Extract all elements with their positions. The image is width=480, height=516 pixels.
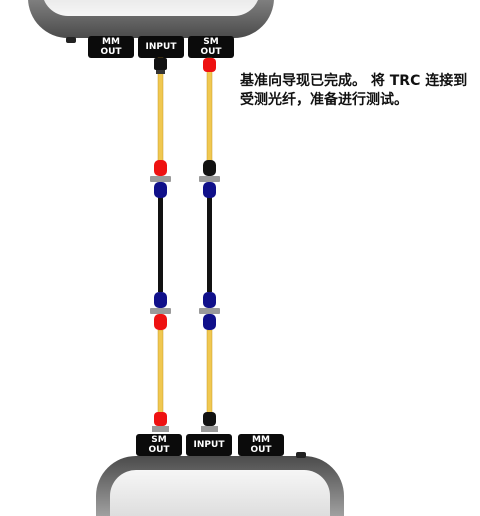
right-cable-yellow-top xyxy=(206,57,213,167)
top-port-sm-out-line1: SM xyxy=(203,37,219,47)
right-cable-black-mid xyxy=(207,196,212,292)
bottom-port-sm-out-line1: SM xyxy=(151,435,167,445)
bottom-port-input-label: INPUT xyxy=(193,440,225,450)
wizard-complete-message: 基准向导现已完成。 将 TRC 连接到受测光纤，准备进行测试。 xyxy=(240,73,468,108)
top-device-latch xyxy=(66,37,76,43)
bottom-device-latch xyxy=(296,452,306,458)
left-top-connector-black xyxy=(154,58,167,70)
right-coupler-upper xyxy=(199,176,220,182)
top-test-device xyxy=(28,0,274,38)
right-coupler-connector-blue xyxy=(203,182,216,198)
top-port-sm-out[interactable]: SM OUT xyxy=(188,36,234,58)
right-top-connector-red xyxy=(203,58,216,72)
left-coupler-lower xyxy=(150,308,171,314)
top-port-sm-out-line2: OUT xyxy=(200,47,222,57)
top-port-mm-out-line2: OUT xyxy=(100,47,122,57)
bottom-port-mm-out[interactable]: MM OUT xyxy=(238,434,284,456)
top-port-input-label: INPUT xyxy=(145,42,177,52)
right-coupler-connector-black xyxy=(203,160,216,176)
left-coupler2-connector-red xyxy=(154,314,167,330)
left-coupler2-connector-blue xyxy=(154,292,167,308)
bottom-port-input[interactable]: INPUT xyxy=(186,434,232,456)
left-coupler-connector-blue xyxy=(154,182,167,198)
bottom-port-sm-out-line2: OUT xyxy=(148,445,170,455)
left-top-boot xyxy=(156,70,165,74)
left-cable-yellow-bottom xyxy=(157,329,164,417)
top-port-mm-out[interactable]: MM OUT xyxy=(88,36,134,58)
bottom-device-face xyxy=(110,470,330,516)
left-cable-yellow-top xyxy=(157,57,164,167)
left-bottom-ferrule xyxy=(152,426,169,432)
right-fiber-cable xyxy=(199,57,220,432)
bottom-test-device xyxy=(96,456,344,516)
left-bottom-connector-red xyxy=(154,412,167,426)
right-coupler2-connector-blue xyxy=(203,292,216,308)
right-bottom-connector-black xyxy=(203,412,216,426)
bottom-port-mm-out-line1: MM xyxy=(252,435,270,445)
left-cable-black-mid xyxy=(158,196,163,292)
bottom-port-sm-out[interactable]: SM OUT xyxy=(136,434,182,456)
left-fiber-cable xyxy=(150,57,171,432)
left-coupler-upper xyxy=(150,176,171,182)
bottom-port-mm-out-line2: OUT xyxy=(250,445,272,455)
right-cable-yellow-bottom xyxy=(206,329,213,417)
right-coupler2-connector-navy xyxy=(203,314,216,330)
right-coupler-lower xyxy=(199,308,220,314)
right-bottom-ferrule xyxy=(201,426,218,432)
left-coupler-connector-red xyxy=(154,160,167,176)
top-device-face xyxy=(42,0,260,16)
top-port-input[interactable]: INPUT xyxy=(138,36,184,58)
top-port-mm-out-line1: MM xyxy=(102,37,120,47)
fiber-cables-illustration xyxy=(150,57,220,432)
